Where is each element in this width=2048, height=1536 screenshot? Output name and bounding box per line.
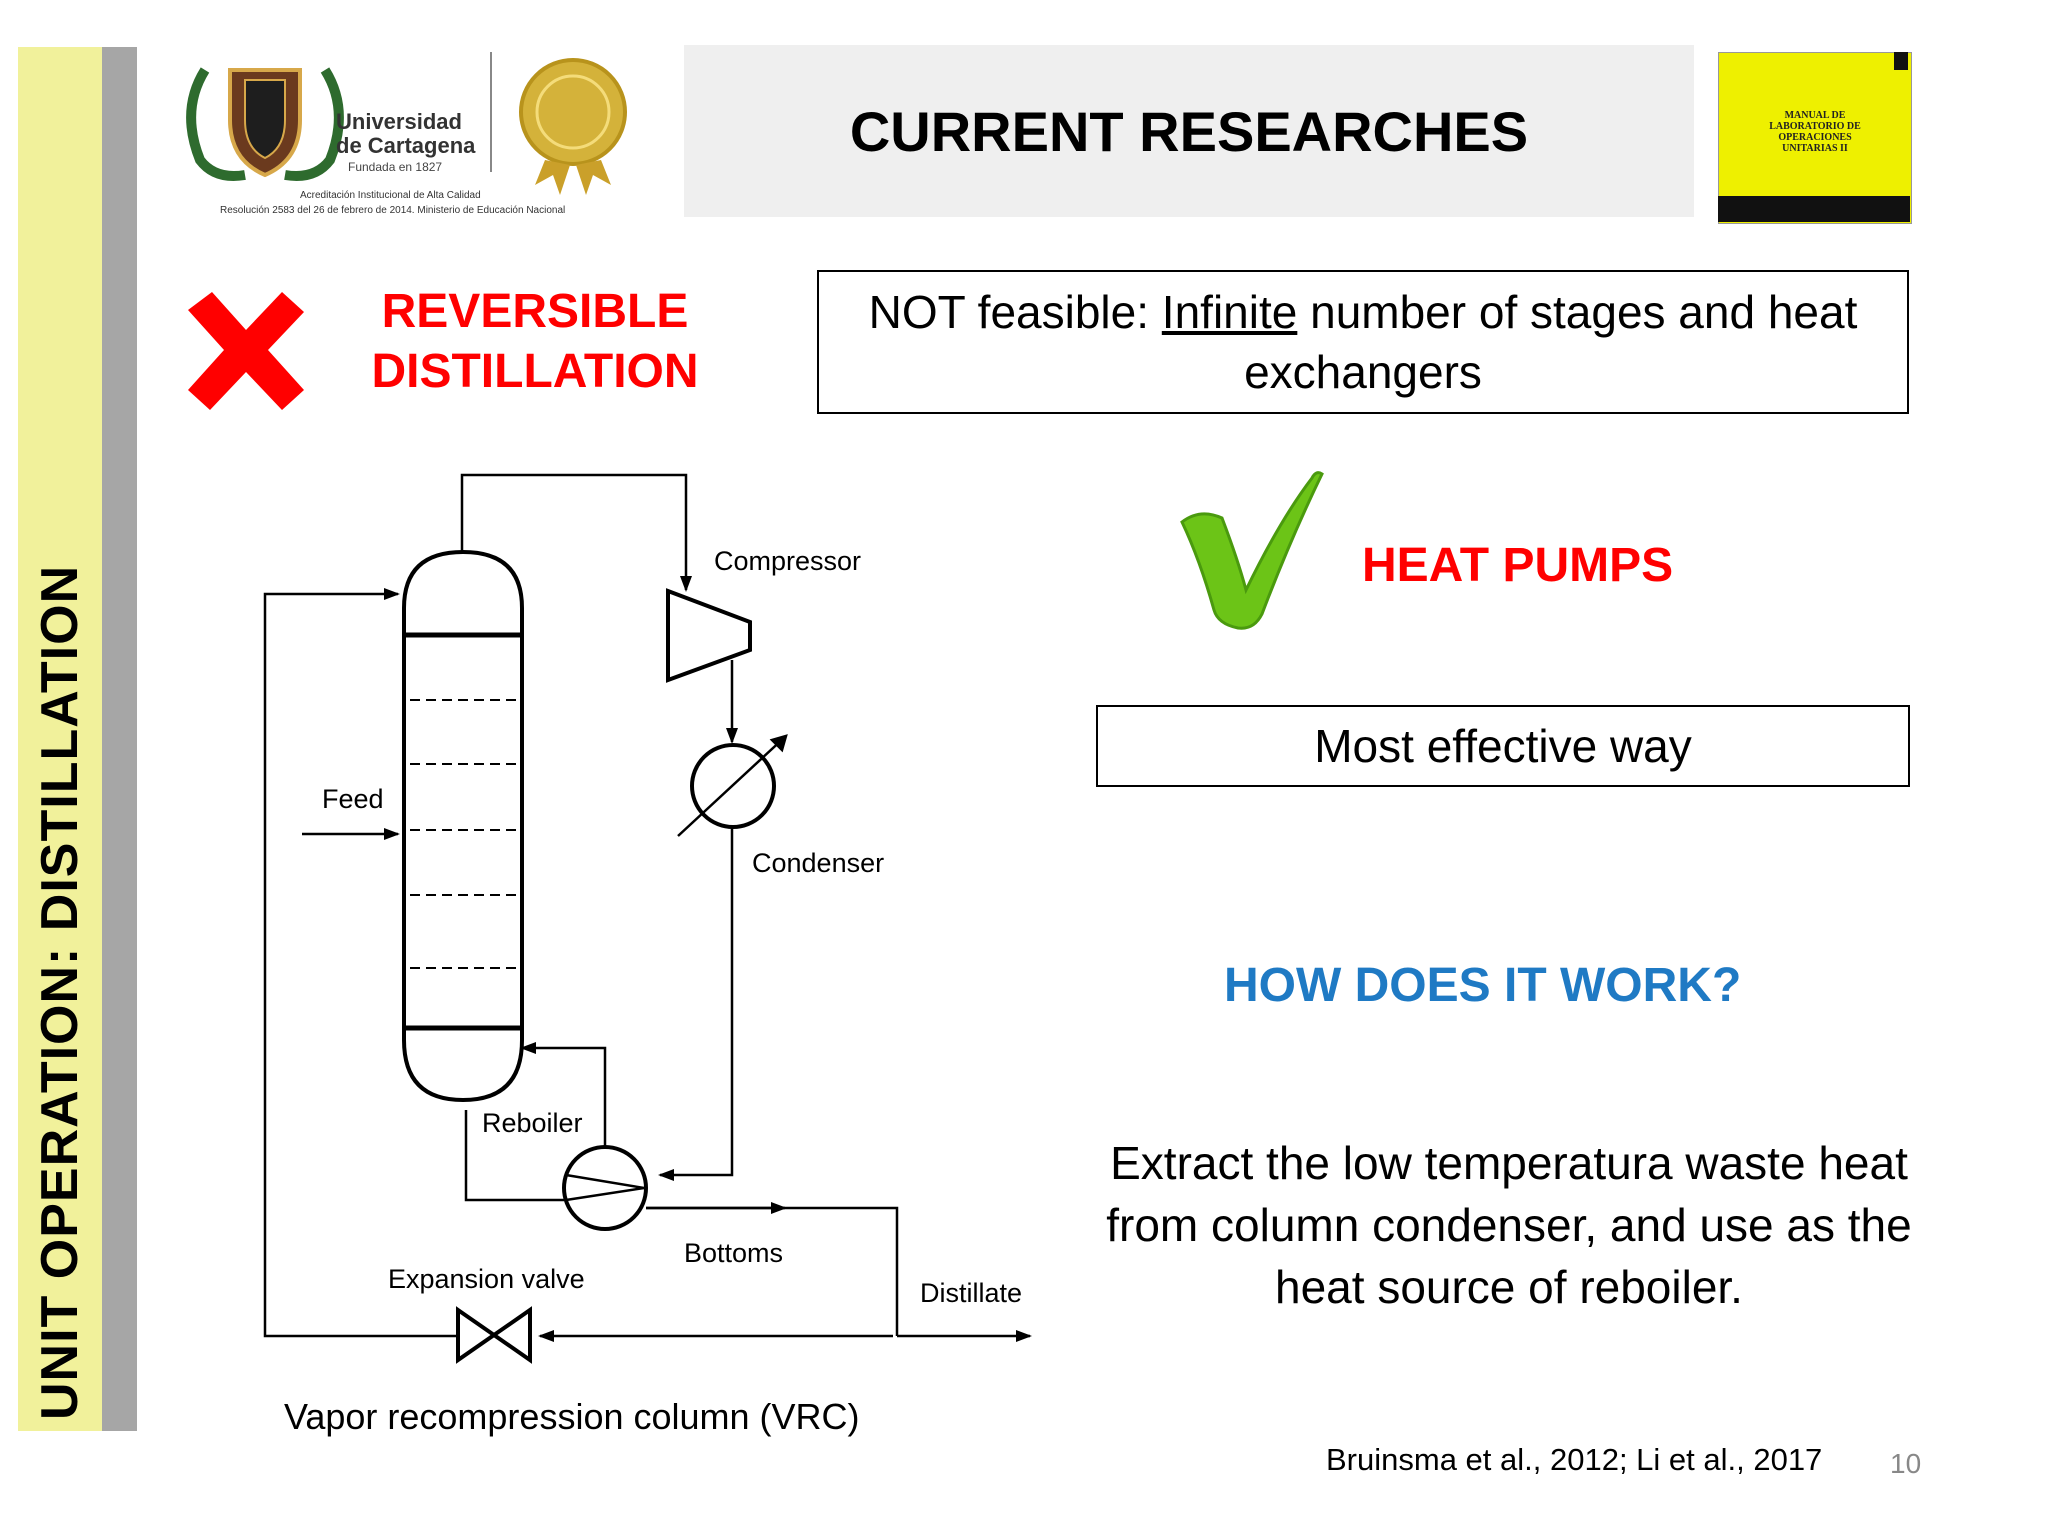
how-it-works-title: HOW DOES IT WORK? (1224, 959, 1742, 1012)
reboiler-label: Reboiler (482, 1108, 583, 1138)
feed-label: Feed (322, 784, 384, 814)
reversible-distillation-title: REVERSIBLE DISTILLATION (371, 285, 699, 398)
distillation-column (402, 549, 524, 1103)
sidebar-stripe (102, 47, 137, 1431)
compressor-label: Compressor (714, 546, 862, 576)
logo-divider (490, 52, 492, 172)
page-title: CURRENT RESEARCHES (849, 99, 1529, 163)
university-name: Universidad de Cartagena (336, 109, 476, 158)
distillate-label: Distillate (920, 1278, 1023, 1308)
green-check-icon (1180, 471, 1324, 630)
university-founded: Fundada en 1827 (348, 160, 443, 174)
most-effective-box: Most effective way (1096, 705, 1910, 787)
not-feasible-box: NOT feasible: Infinite number of stages … (817, 270, 1909, 414)
expansion-valve-label: Expansion valve (388, 1264, 585, 1294)
book-footer-band (1718, 196, 1910, 222)
book-cover (1718, 52, 1912, 224)
book-tab (1894, 52, 1908, 70)
diagram-caption: Vapor recompression column (VRC) (284, 1396, 860, 1437)
book-title: MANUAL DE LABORATORIO DE OPERACIONES UNI… (1769, 110, 1861, 154)
bottoms-label: Bottoms (684, 1238, 784, 1268)
accreditation-seal-icon (519, 58, 627, 195)
sidebar-band (18, 47, 102, 1431)
accreditation-line-2: Resolución 2583 del 26 de febrero de 201… (220, 205, 566, 216)
header-banner (684, 45, 1694, 217)
condenser (677, 734, 788, 837)
condenser-label: Condenser (752, 848, 885, 878)
expansion-valve (456, 1306, 532, 1364)
accreditation-line-1: Acreditación Institucional de Alta Calid… (300, 190, 481, 201)
reboiler (562, 1145, 648, 1231)
compressor (666, 588, 752, 683)
university-crest-icon (186, 67, 344, 181)
explanation-text: Extract the low temperatura waste heat f… (1106, 1137, 1912, 1313)
page-number: 10 (1890, 1448, 1922, 1479)
red-x-icon (188, 292, 304, 410)
citation: Bruinsma et al., 2012; Li et al., 2017 (1326, 1442, 1823, 1477)
heat-pumps-title: HEAT PUMPS (1362, 539, 1674, 592)
sidebar-label: UNIT OPERATION: DISTILLATION (31, 564, 89, 1420)
